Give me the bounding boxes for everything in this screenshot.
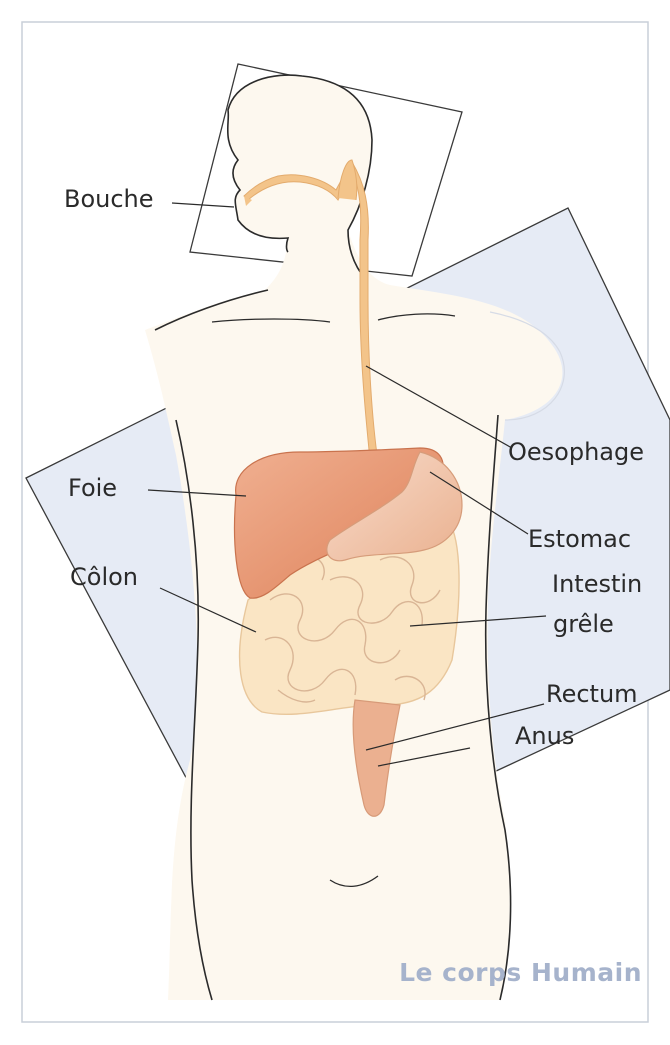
label-estomac: Estomac xyxy=(528,527,631,551)
label-intestin: Intestin xyxy=(552,572,642,596)
footer-title: Le corps Humain xyxy=(399,958,642,987)
label-grele: grêle xyxy=(553,612,614,636)
label-oesophage: Oesophage xyxy=(508,440,644,464)
label-colon: Côlon xyxy=(70,565,138,589)
label-foie: Foie xyxy=(68,476,117,500)
label-rectum: Rectum xyxy=(546,682,638,706)
label-bouche: Bouche xyxy=(64,187,154,211)
label-anus: Anus xyxy=(515,724,574,748)
